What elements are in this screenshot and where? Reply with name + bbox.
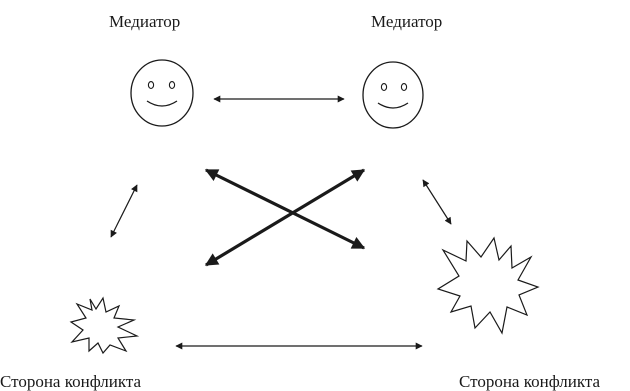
smiley-face-icon [130,59,194,127]
arrow-cross-mediator-left-party-right [204,168,366,250]
starburst-icon [69,296,140,355]
arrow-mediator-right-party-right [422,179,452,225]
party-right-label: Сторона конфликта [459,372,601,391]
mediator-left-label: Медиатор [109,12,181,31]
party-left-label: Сторона конфликта [0,372,142,391]
arrow-mediator-left-party-left [110,184,138,238]
mediator-right-label: Медиатор [371,12,443,31]
smiley-face-icon [362,61,424,129]
arrow-cross-mediator-right-party-left [204,168,366,267]
starburst-icon [436,236,540,335]
